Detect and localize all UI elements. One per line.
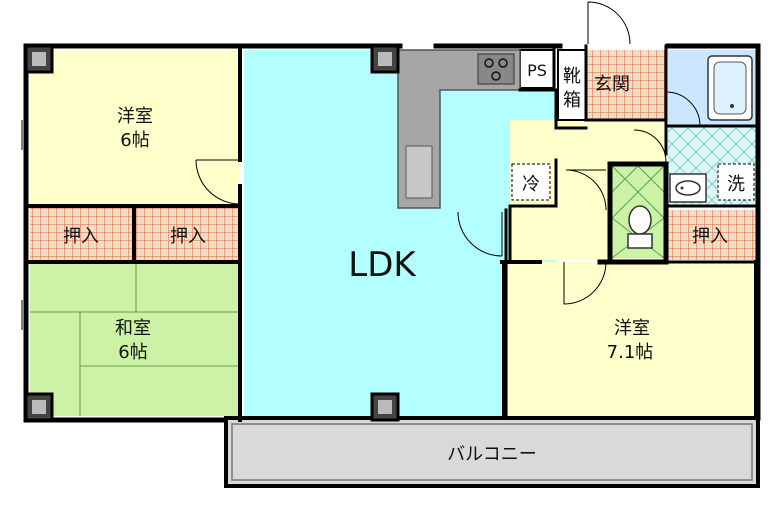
washer-label: 洗 (727, 174, 745, 195)
closet-2 (136, 208, 240, 260)
closet-3-label: 押入 (692, 226, 728, 247)
shoe-box-label-2: 箱 (563, 90, 581, 111)
japanese-room-label: 和室 (115, 318, 151, 339)
western-room-1-label: 洋室 (117, 106, 153, 127)
walls (23, 43, 761, 423)
ps-label: PS (527, 61, 547, 80)
entrance-floor (586, 50, 666, 120)
closet-1 (30, 208, 132, 260)
washer-space (717, 163, 755, 201)
door-swings (195, 1, 701, 305)
closet-1-label: 押入 (63, 226, 99, 247)
shoe-box-label-1: 靴 (563, 66, 581, 87)
fridge-label: 冷 (522, 174, 540, 195)
toilet-icon (627, 205, 653, 249)
western-room-1 (30, 50, 240, 204)
wash-basin-icon (669, 173, 707, 203)
closet-3 (668, 210, 756, 260)
ldk-lower-ext (244, 210, 504, 416)
balcony (224, 416, 760, 488)
western-room-2-size: 7.1帖 (607, 342, 654, 363)
ldk-label: LDK (348, 245, 417, 285)
japanese-room (30, 264, 240, 416)
western-room-1-size: 6帖 (120, 130, 149, 151)
fridge-space (511, 163, 551, 201)
entrance-label: 玄関 (594, 74, 630, 95)
japanese-room-size: 6帖 (118, 342, 147, 363)
closet-2-label: 押入 (170, 226, 206, 247)
western-room-2-label: 洋室 (614, 318, 650, 339)
western-room-2 (508, 262, 756, 416)
balcony-label: バルコニー (447, 444, 537, 465)
stove-icon (477, 53, 515, 85)
ps-box (519, 49, 555, 89)
bathtub-icon (707, 55, 753, 121)
kitchen-counter (397, 49, 521, 209)
